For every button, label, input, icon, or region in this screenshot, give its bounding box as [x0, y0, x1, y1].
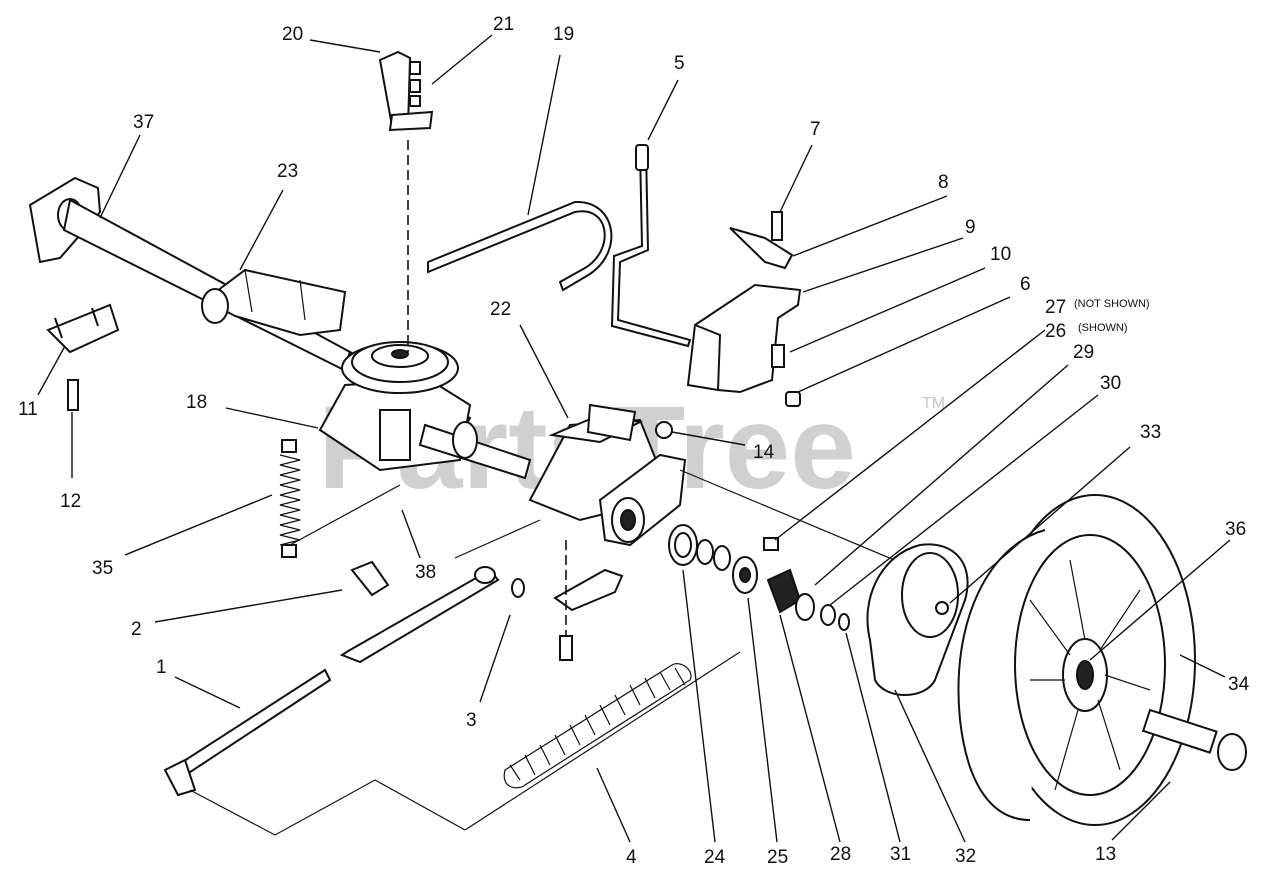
callout-22: 22: [490, 299, 511, 320]
callout-11: 11: [18, 399, 38, 420]
spring-4: [503, 663, 692, 789]
callout-33: 33: [1140, 422, 1161, 443]
callout-10: 10: [990, 244, 1011, 265]
axle-bracket: [201, 268, 347, 337]
part-drawings: [28, 50, 1247, 836]
gear-case: [528, 403, 687, 547]
callout-14: 14: [753, 442, 775, 463]
idler-bracket: [378, 50, 434, 132]
drive-belt: [427, 200, 613, 292]
watermark-trademark: TM: [922, 395, 945, 412]
small-bracket: [46, 303, 120, 411]
note-26: (SHOWN): [1078, 322, 1128, 334]
callout-1: 1: [156, 657, 167, 678]
callout-25: 25: [767, 847, 788, 868]
wheel-cover: [866, 543, 969, 696]
callout-4: 4: [626, 847, 637, 868]
callout-labels: 20 21 19 5 37 23 7 8 9 10 6 27 (NOT SHOW…: [18, 14, 1250, 868]
callout-37: 37: [133, 112, 154, 133]
callout-38: 38: [415, 562, 436, 583]
callout-19: 19: [553, 24, 574, 45]
callout-18: 18: [186, 392, 207, 413]
callout-27: 27: [1045, 297, 1066, 318]
callout-29: 29: [1073, 342, 1094, 363]
callout-8: 8: [938, 172, 949, 193]
callout-13: 13: [1095, 844, 1116, 865]
spring-35: [279, 439, 301, 558]
transmission-pulley: [318, 341, 532, 480]
callout-7: 7: [810, 119, 821, 140]
callout-32: 32: [955, 846, 976, 867]
callout-24: 24: [704, 847, 726, 868]
callout-31: 31: [890, 844, 911, 865]
callout-2: 2: [131, 619, 142, 640]
callout-36: 36: [1225, 519, 1246, 540]
frame-rod: [163, 651, 741, 836]
callout-20: 20: [282, 24, 303, 45]
control-bracket: [686, 211, 802, 407]
callout-35: 35: [92, 558, 113, 579]
callout-3: 3: [466, 710, 477, 731]
callout-5: 5: [674, 53, 685, 74]
note-27: (NOT SHOWN): [1074, 298, 1150, 310]
axis-line: [679, 469, 931, 576]
callout-34: 34: [1228, 674, 1250, 695]
callout-30: 30: [1100, 373, 1121, 394]
wheel: [935, 494, 1247, 826]
linkage: [289, 484, 624, 664]
control-rod: [610, 149, 692, 348]
callout-28: 28: [830, 844, 851, 865]
callout-12: 12: [60, 491, 81, 512]
hardware-stack: [668, 524, 850, 631]
leader-lines: [37, 34, 1231, 843]
callout-23: 23: [277, 161, 298, 182]
callout-26: 26: [1045, 321, 1066, 342]
callout-21: 21: [493, 14, 514, 35]
callout-6: 6: [1020, 274, 1031, 295]
callout-9: 9: [965, 217, 976, 238]
